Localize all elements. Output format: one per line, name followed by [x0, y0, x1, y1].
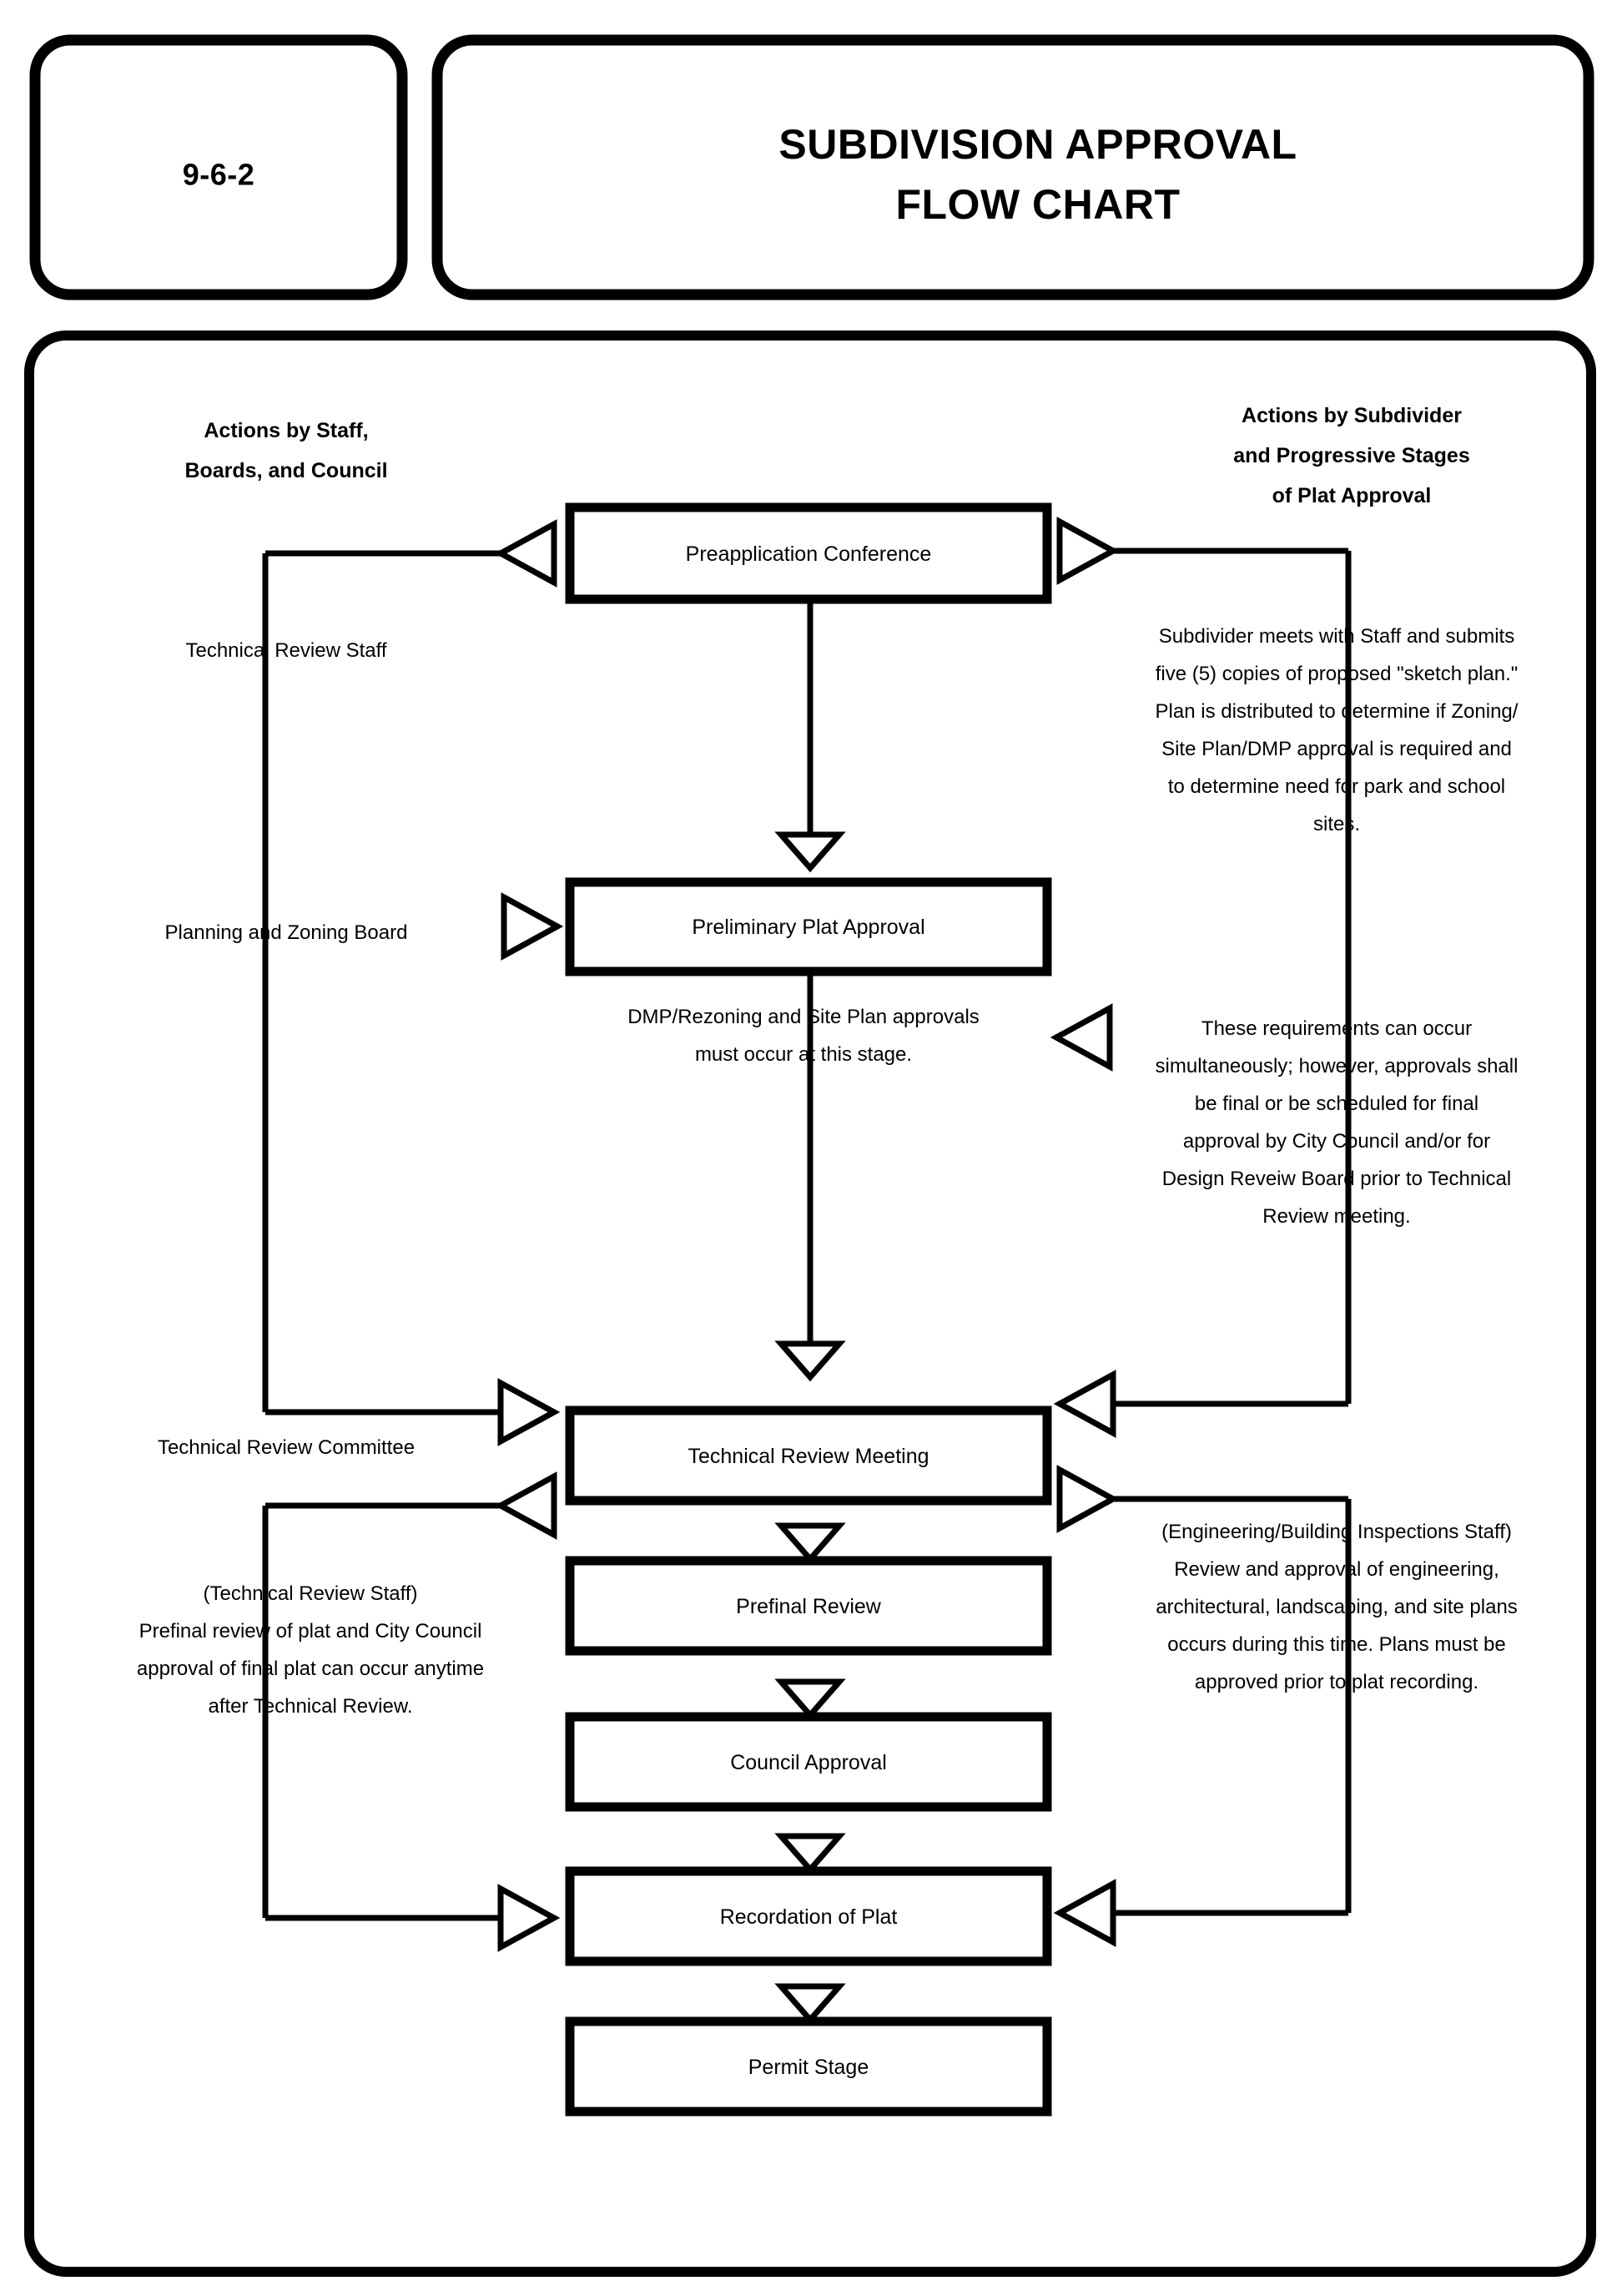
note-line: Site Plan/DMP approval is required and	[1161, 738, 1512, 760]
box-rect-prefinal-review	[565, 1556, 1052, 1656]
chart-title-line1: SUBDIVISION APPROVAL	[778, 121, 1297, 168]
left-label-planning-and-zoning-board: Planning and Zoning Board	[165, 921, 408, 944]
arrow-right-technical-review-right-out	[1056, 1465, 1120, 1533]
flow-box-technical-review-meeting[interactable]: Technical Review Meeting	[565, 1405, 1052, 1506]
box-label-preapplication-conference: Preapplication Conference	[686, 542, 932, 566]
title-box	[431, 34, 1594, 300]
arrow-down-to-technical-review	[774, 1340, 846, 1382]
note-engineering-building-inspections: (Engineering/Building Inspections Staff)…	[1156, 1521, 1518, 1693]
note-requirements: These requirements can occur simultaneou…	[1156, 1017, 1519, 1228]
section-number: 9-6-2	[183, 158, 255, 192]
flow-box-preapplication-conference[interactable]: Preapplication Conference	[565, 502, 1052, 604]
box-rect-council-approval	[565, 1712, 1052, 1812]
note-preliminary-plat-approval: DMP/Rezoning and Site Plan approvals mus…	[627, 1006, 980, 1066]
arrow-left-requirements-note	[1050, 1003, 1113, 1072]
note-line: sites.	[1313, 813, 1360, 835]
note-line: architectural, landscaping, and site pla…	[1156, 1596, 1518, 1618]
note-line: Prefinal review of plat and City Council	[139, 1620, 482, 1643]
left-column-heading-line1: Actions by Staff,	[204, 419, 368, 442]
note-line: Review meeting.	[1262, 1205, 1410, 1228]
right-column-heading-line2: and Progressive Stages	[1233, 444, 1469, 467]
flow-box-council-approval[interactable]: Council Approval	[565, 1712, 1052, 1812]
box-rect-technical-review-meeting	[565, 1405, 1052, 1506]
box-label-council-approval: Council Approval	[730, 1751, 887, 1774]
note-line: after Technical Review.	[208, 1695, 412, 1718]
note-line: (Engineering/Building Inspections Staff)	[1161, 1521, 1512, 1543]
chart-title-line2: FLOW CHART	[895, 181, 1180, 228]
note-line: (Technical Review Staff)	[204, 1582, 418, 1605]
note-line: DMP/Rezoning and Site Plan approvals	[627, 1006, 980, 1028]
arrow-right-recordation-in	[497, 1884, 561, 1952]
note-line: occurs during this time. Plans must be	[1167, 1633, 1506, 1656]
note-line: simultaneously; however, approvals shall	[1156, 1055, 1519, 1077]
arrow-left-technical-review-out	[494, 1471, 557, 1540]
right-column-heading-line3: of Plat Approval	[1272, 484, 1432, 507]
arrow-down-to-permit-stage	[774, 1983, 846, 2025]
section-number-box	[29, 34, 408, 300]
note-line: be final or be scheduled for final	[1195, 1092, 1478, 1115]
note-line: Design Reveiw Board prior to Technical	[1162, 1168, 1511, 1190]
arrow-right-preapplication-out	[1056, 517, 1120, 585]
box-rect-preapplication-conference	[565, 502, 1052, 604]
note-technical-review-staff: (Technical Review Staff) Prefinal review…	[137, 1582, 484, 1718]
right-column-heading-line1: Actions by Subdivider	[1242, 404, 1462, 427]
box-label-recordation-of-plat: Recordation of Plat	[720, 1905, 898, 1929]
left-column-heading-line2: Boards, and Council	[184, 459, 387, 482]
box-label-technical-review-meeting: Technical Review Meeting	[688, 1445, 929, 1468]
arrow-heads	[494, 517, 1120, 2025]
box-label-permit-stage: Permit Stage	[748, 2056, 869, 2079]
arrow-right-preliminary-plat	[501, 892, 564, 961]
note-line: These requirements can occur	[1201, 1017, 1472, 1040]
note-line: approval by City Council and/or for	[1183, 1130, 1490, 1153]
arrow-left-preapplication-return	[494, 519, 557, 588]
arrow-left-technical-review-right-in	[1053, 1370, 1116, 1438]
note-line: Plan is distributed to determine if Zoni…	[1156, 700, 1519, 723]
arrow-down-to-prefinal	[774, 1522, 846, 1564]
box-label-preliminary-plat-approval: Preliminary Plat Approval	[692, 916, 924, 939]
flow-box-permit-stage[interactable]: Permit Stage	[565, 2016, 1052, 2117]
note-line: must occur at this stage.	[695, 1043, 912, 1066]
arrow-left-recordation-right-in	[1053, 1879, 1116, 1947]
arrow-right-technical-review-in	[497, 1378, 561, 1446]
box-rect-recordation-of-plat	[565, 1866, 1052, 1966]
box-rect-preliminary-plat-approval	[565, 877, 1052, 976]
box-label-prefinal-review: Prefinal Review	[736, 1595, 882, 1618]
box-rect-permit-stage	[565, 2016, 1052, 2117]
arrow-down-to-preliminary	[774, 831, 846, 873]
note-line: Review and approval of engineering,	[1174, 1558, 1499, 1581]
flow-box-preliminary-plat-approval[interactable]: Preliminary Plat Approval	[565, 877, 1052, 976]
left-label-technical-review-staff: Technical Review Staff	[185, 639, 386, 662]
note-line: five (5) copies of proposed "sketch plan…	[1156, 663, 1519, 685]
flow-box-recordation-of-plat[interactable]: Recordation of Plat	[565, 1866, 1052, 1966]
connector-lines	[262, 548, 1352, 1921]
note-line: approved prior to plat recording.	[1195, 1671, 1478, 1693]
arrow-down-to-recordation	[774, 1833, 846, 1875]
note-line: to determine need for park and school	[1168, 775, 1505, 798]
note-line: Subdivider meets with Staff and submits	[1159, 625, 1514, 648]
note-preapplication-conference: Subdivider meets with Staff and submits …	[1156, 625, 1519, 835]
left-label-technical-review-committee: Technical Review Committee	[158, 1436, 415, 1459]
note-line: approval of final plat can occur anytime	[137, 1658, 484, 1680]
arrow-down-to-council-approval	[774, 1678, 846, 1720]
flow-box-prefinal-review[interactable]: Prefinal Review	[565, 1556, 1052, 1656]
